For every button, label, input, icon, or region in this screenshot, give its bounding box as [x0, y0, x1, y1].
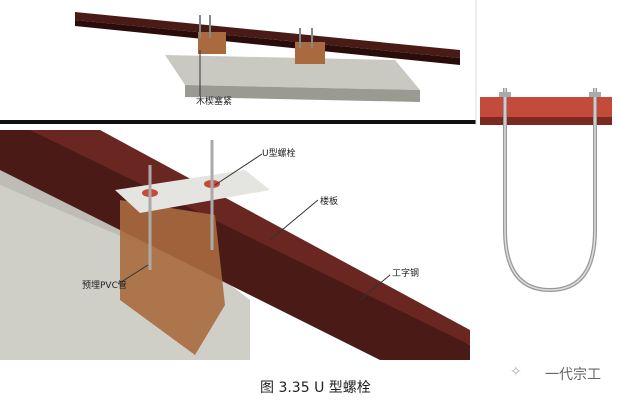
label-wood-wedge: 木楔塞紧 [196, 97, 233, 107]
detail-illustration [0, 130, 470, 360]
label-floor-slab: 楼板 [320, 197, 339, 207]
wechat-icon: ✧ [510, 364, 522, 380]
watermark: 一代宗工 [545, 367, 601, 383]
u-bolt-illustration [480, 88, 612, 293]
label-pvc-pipe: 预埋PVC管 [82, 281, 127, 291]
label-i-beam: 工字钢 [392, 269, 420, 279]
figure-caption: 图 3.35 U 型螺栓 [260, 380, 371, 396]
top-view-illustration [75, 12, 460, 102]
label-u-bolt: U型螺栓 [262, 149, 296, 159]
